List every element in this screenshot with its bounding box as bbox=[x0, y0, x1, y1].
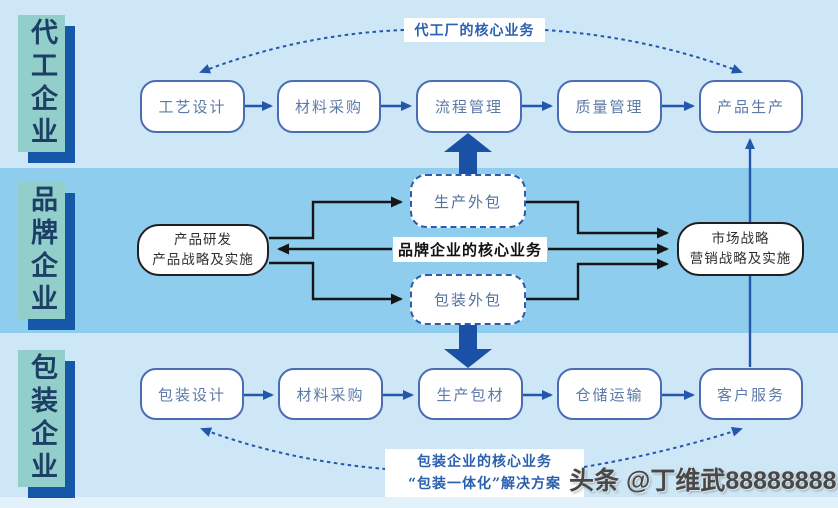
production-outsourcing-node: 生产外包 bbox=[410, 174, 526, 228]
brand-band-label: 品牌企业 bbox=[18, 182, 75, 330]
customer-service-label: 客户服务 bbox=[716, 385, 785, 404]
oem-band-label-text: 代工企业 bbox=[18, 15, 65, 152]
market-strategy-node: 市场战略 营销战略及实施 bbox=[677, 222, 804, 276]
material-procurement-node: 材料采购 bbox=[277, 80, 381, 133]
process-management-label: 流程管理 bbox=[434, 98, 503, 116]
quality-management-label: 质量管理 bbox=[575, 98, 644, 116]
warehousing-transport-node: 仓储运输 bbox=[557, 368, 662, 420]
product-rd-line2: 产品战略及实施 bbox=[152, 252, 254, 268]
oem-core-business-label: 代工厂的核心业务 bbox=[404, 18, 545, 42]
product-rd-node: 产品研发 产品战略及实施 bbox=[137, 224, 269, 276]
packaging-core-business-label: 包装企业的核心业务 “包装一体化”解决方案 bbox=[385, 449, 584, 497]
warehousing-transport-label: 仓储运输 bbox=[575, 385, 644, 404]
production-outsourcing-label: 生产外包 bbox=[433, 192, 502, 211]
quality-management-node: 质量管理 bbox=[557, 80, 662, 133]
bottom-strip bbox=[0, 497, 838, 508]
brand-band-label-text: 品牌企业 bbox=[18, 182, 65, 319]
material-procurement-node-2: 材料采购 bbox=[278, 368, 383, 420]
brand-core-business-label: 品牌企业的核心业务 bbox=[393, 237, 547, 262]
material-procurement-label: 材料采购 bbox=[294, 98, 363, 116]
brand-core-business-text: 品牌企业的核心业务 bbox=[397, 241, 542, 259]
packaging-core-business-line1: 包装企业的核心业务 bbox=[417, 453, 552, 470]
material-procurement-2-label: 材料采购 bbox=[296, 385, 365, 404]
process-design-label: 工艺设计 bbox=[158, 98, 227, 116]
product-production-node: 产品生产 bbox=[699, 80, 803, 133]
process-management-node: 流程管理 bbox=[416, 80, 522, 133]
product-rd-line1: 产品研发 bbox=[174, 231, 232, 248]
oem-band-label: 代工企业 bbox=[18, 15, 75, 163]
market-strategy-line1: 市场战略 bbox=[711, 230, 770, 247]
process-design-node: 工艺设计 bbox=[140, 80, 245, 133]
watermark: 头条 @丁维武88888888 bbox=[569, 467, 837, 495]
customer-service-node: 客户服务 bbox=[699, 368, 803, 420]
packaging-material-production-node: 生产包材 bbox=[418, 368, 523, 420]
market-strategy-line2: 营销战略及实施 bbox=[689, 251, 792, 267]
packaging-core-business-line2: “包装一体化”解决方案 bbox=[407, 476, 562, 492]
packaging-band-label-text: 包装企业 bbox=[18, 350, 65, 487]
oem-core-business-text: 代工厂的核心业务 bbox=[414, 23, 535, 39]
product-production-label: 产品生产 bbox=[716, 98, 785, 116]
packaging-outsourcing-label: 包装外包 bbox=[433, 291, 502, 309]
packaging-design-node: 包装设计 bbox=[140, 368, 244, 420]
packaging-outsourcing-node: 包装外包 bbox=[410, 274, 526, 325]
packaging-design-label: 包装设计 bbox=[157, 385, 226, 404]
packaging-material-production-label: 生产包材 bbox=[436, 385, 505, 404]
packaging-band-label: 包装企业 bbox=[18, 350, 75, 498]
